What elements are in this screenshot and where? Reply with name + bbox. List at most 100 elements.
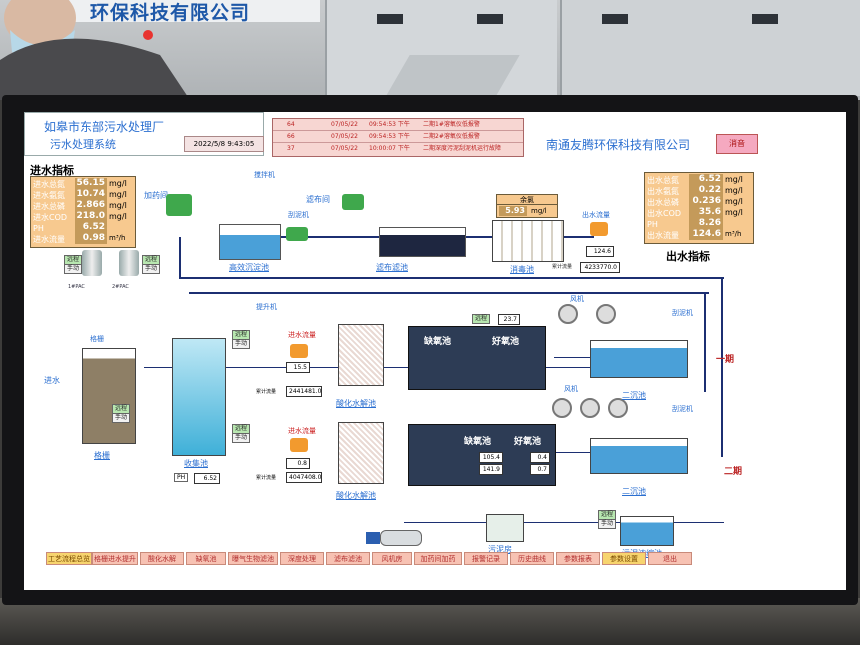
outlet-name: PH xyxy=(647,220,658,229)
phase-2-label: 二期 xyxy=(724,467,743,477)
total-1-label: 累计流量 xyxy=(256,389,277,395)
chlorine-unit: mg/l xyxy=(531,207,547,215)
blower-icon xyxy=(596,304,616,324)
outflow-value: 124.6 xyxy=(586,246,614,257)
outlet-unit: mg/l xyxy=(725,175,743,184)
flowmeter-icon xyxy=(590,222,608,236)
nav-tab-history[interactable]: 历史曲线 xyxy=(510,552,554,565)
outlet-name: 出水COD xyxy=(647,209,682,218)
pipe-top xyxy=(274,236,394,238)
mute-button[interactable]: 消音 xyxy=(716,134,758,154)
inflow-2-label: 进水流量 xyxy=(288,427,316,435)
alarm-list[interactable]: 64 07/05/22 09:54:53 下午 二期1#溶氧仪低报警 66 07… xyxy=(272,118,524,157)
acid-hydrolysis-tank-1-label: 酸化水解池 xyxy=(336,399,376,408)
alarm-id: 66 xyxy=(287,133,295,140)
inlet-name: 进水流量 xyxy=(33,235,65,244)
bio-basin-1 xyxy=(408,326,546,390)
outlet-name: 出水总氮 xyxy=(647,176,679,185)
total-2-label: 累计流量 xyxy=(256,475,277,481)
alarm-message: 二期2#溶氧仪低报警 xyxy=(423,133,480,140)
pipe-lower xyxy=(189,292,709,294)
blower-icon xyxy=(608,398,628,418)
nav-tab-biofilter[interactable]: 曝气生物滤池 xyxy=(228,552,278,565)
secondary-settler-1 xyxy=(590,340,688,378)
nav-tab-acid-hydrolysis[interactable]: 酸化水解 xyxy=(140,552,184,565)
pipe-right-inner xyxy=(704,292,706,392)
anoxic-2-label: 缺氧池 xyxy=(464,437,492,447)
scraper-3-label: 刮泥机 xyxy=(672,405,693,413)
sludge-house xyxy=(486,514,524,542)
outlet-name: 出水流量 xyxy=(647,231,679,240)
alarm-id: 64 xyxy=(287,121,295,128)
nav-tab-settings[interactable]: 参数设置 xyxy=(602,552,646,565)
cabinet-plate xyxy=(477,14,503,24)
nav-tab-overview[interactable]: 工艺流程总览 xyxy=(46,552,92,565)
inlet-indicator-panel: 进水总氮 56.15 mg/l 进水氨氮 10.74 mg/l 进水总磷 2.8… xyxy=(30,176,136,248)
system-subtitle: 污水处理系统 xyxy=(50,138,116,151)
nav-tab-filter-cloth[interactable]: 滤布滤池 xyxy=(326,552,370,565)
cabinet-plate xyxy=(752,14,778,24)
nav-tab-reports[interactable]: 参数报表 xyxy=(556,552,600,565)
phase-1-label: 一期 xyxy=(716,355,735,365)
outflow-label: 出水流量 xyxy=(582,211,610,219)
nav-tab-blower-room[interactable]: 风机房 xyxy=(372,552,412,565)
inlet-value: 6.52 xyxy=(75,222,107,233)
nav-tab-alarm-records[interactable]: 报警记录 xyxy=(464,552,508,565)
manual-status[interactable]: 手动 xyxy=(232,339,251,349)
total-2-value: 4047408.0 xyxy=(286,472,322,483)
manual-status[interactable]: 手动 xyxy=(142,264,161,274)
datetime-display: 2022/5/8 9:43:05 xyxy=(184,136,264,152)
manual-status[interactable]: 手动 xyxy=(112,413,131,423)
cabinet-right xyxy=(560,0,860,96)
outflow-total: 4233770.0 xyxy=(580,262,620,273)
cabinet-plate xyxy=(377,14,403,24)
inlet-name: PH xyxy=(33,224,44,233)
grille-well-label: 格栅 xyxy=(94,451,110,460)
nav-tab-grille-lift[interactable]: 格栅进水提升 xyxy=(92,552,138,565)
flowmeter-1-icon xyxy=(290,344,308,358)
grille-well xyxy=(82,348,136,444)
inlet-unit: mg/l xyxy=(109,201,127,210)
inlet-value: 0.98 xyxy=(75,233,107,244)
manual-status[interactable]: 手动 xyxy=(598,519,617,529)
inflow-1-label: 进水流量 xyxy=(288,331,316,339)
value-105: 105.4 xyxy=(479,452,503,463)
scraper-label: 刮泥机 xyxy=(288,211,309,219)
nav-tab-advanced[interactable]: 深度处理 xyxy=(280,552,324,565)
nav-tab-exit[interactable]: 退出 xyxy=(648,552,692,565)
alarm-row[interactable]: 66 07/05/22 09:54:53 下午 二期2#溶氧仪低报警 xyxy=(273,131,523,143)
alarm-message: 二期深度污泥刮泥机运行故障 xyxy=(423,145,502,152)
alarm-time: 09:54:53 下午 xyxy=(369,133,410,140)
alarm-date: 07/05/22 xyxy=(331,121,358,128)
inflow-1-value: 15.5 xyxy=(286,362,310,373)
disinfection-tank-label: 消毒池 xyxy=(510,265,534,274)
manual-status[interactable]: 手动 xyxy=(232,433,251,443)
inlet-unit: mg/l xyxy=(109,212,127,221)
acid-hydrolysis-tank-2 xyxy=(338,422,384,484)
pipe-sludge xyxy=(404,522,724,523)
pipe-left-vertical xyxy=(179,237,181,279)
alarm-row[interactable]: 37 07/05/22 10:00:07 下午 二期深度污泥刮泥机运行故障 xyxy=(273,143,523,154)
inlet-value: 10.74 xyxy=(75,189,107,200)
wall-banner xyxy=(60,0,320,22)
collection-tank xyxy=(172,338,226,456)
nav-tab-dosing[interactable]: 加药间加药 xyxy=(414,552,462,565)
outlet-value: 35.6 xyxy=(689,207,723,218)
blower-icon xyxy=(552,398,572,418)
pipe-right-vertical xyxy=(721,277,723,457)
collection-tank-label: 收集池 xyxy=(184,459,208,468)
outlet-value: 124.6 xyxy=(689,229,723,240)
cabinet-left xyxy=(325,0,557,99)
outlet-name: 出水氨氮 xyxy=(647,187,679,196)
manual-status[interactable]: 手动 xyxy=(64,264,83,274)
cabinet-plate xyxy=(602,14,628,24)
secondary-settler-2-label: 二沉池 xyxy=(622,487,646,496)
pipe-to-settler xyxy=(554,357,614,358)
blower-icon xyxy=(558,304,578,324)
grille-label: 格栅 xyxy=(90,335,104,343)
nav-tab-anoxic[interactable]: 缺氧池 xyxy=(186,552,226,565)
anoxic-1-label: 缺氧池 xyxy=(424,337,452,347)
remote-status[interactable]: 远程 xyxy=(472,314,491,324)
alarm-row[interactable]: 64 07/05/22 09:54:53 下午 二期1#溶氧仪低报警 xyxy=(273,119,523,131)
